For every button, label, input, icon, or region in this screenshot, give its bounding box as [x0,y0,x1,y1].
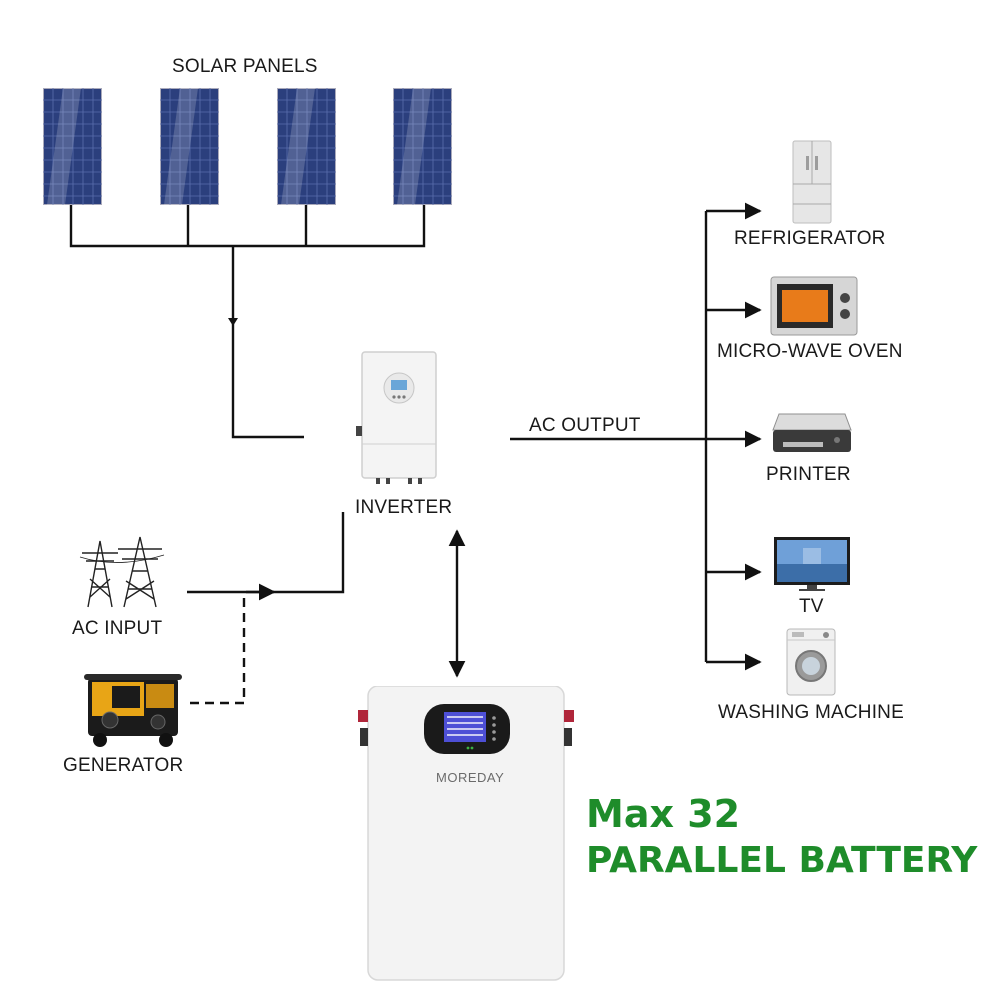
refrigerator [792,140,832,224]
washing-machine-label: WASHING MACHINE [718,702,904,723]
washing-machine [786,628,836,696]
solar-to-inverter-wire [231,246,304,439]
solar-panel-icon [277,88,336,205]
solar-panel-icon [160,88,219,205]
refrigerator-icon [792,140,832,224]
ac-input-to-inverter-wire [270,512,345,594]
tv-label: TV [799,596,824,617]
solar-bus-wire [69,205,426,248]
tv-icon [774,537,850,591]
generator-icon [84,674,182,747]
microwave-label: MICRO-WAVE OVEN [717,341,903,362]
refrigerator-label: REFRIGERATOR [734,228,886,249]
battery: MOREDAY [358,686,574,982]
ac-input-towers [78,535,166,609]
microwave-oven [770,276,858,336]
inverter-label: INVERTER [355,497,453,518]
printer-icon [772,413,852,452]
battery-brand: MOREDAY [436,770,505,785]
generator-label: GENERATOR [63,755,184,776]
printer [771,408,853,456]
solar-panel-3 [277,88,336,205]
microwave-icon [770,276,858,336]
ac-input-label: AC INPUT [72,618,163,639]
washing-machine-icon [786,628,836,696]
solar-panel-icon [43,88,102,205]
solar-panel-1 [43,88,102,205]
generator-dashed-wire [190,596,246,705]
tv [773,536,851,592]
solar-panel-4 [393,88,452,205]
battery-icon [358,686,574,981]
headline-line2: PARALLEL BATTERY [586,840,978,881]
inverter [356,350,442,486]
solar-panel-2 [160,88,219,205]
ac-output-label: AC OUTPUT [529,415,641,436]
headline-line1: Max 32 [586,792,741,836]
solar-panel-icon [393,88,452,205]
generator [82,670,182,748]
transmission-tower-icon [79,536,165,608]
printer-label: PRINTER [766,464,851,485]
inverter-icon [356,351,437,484]
solar-panels-label: SOLAR PANELS [172,56,318,77]
